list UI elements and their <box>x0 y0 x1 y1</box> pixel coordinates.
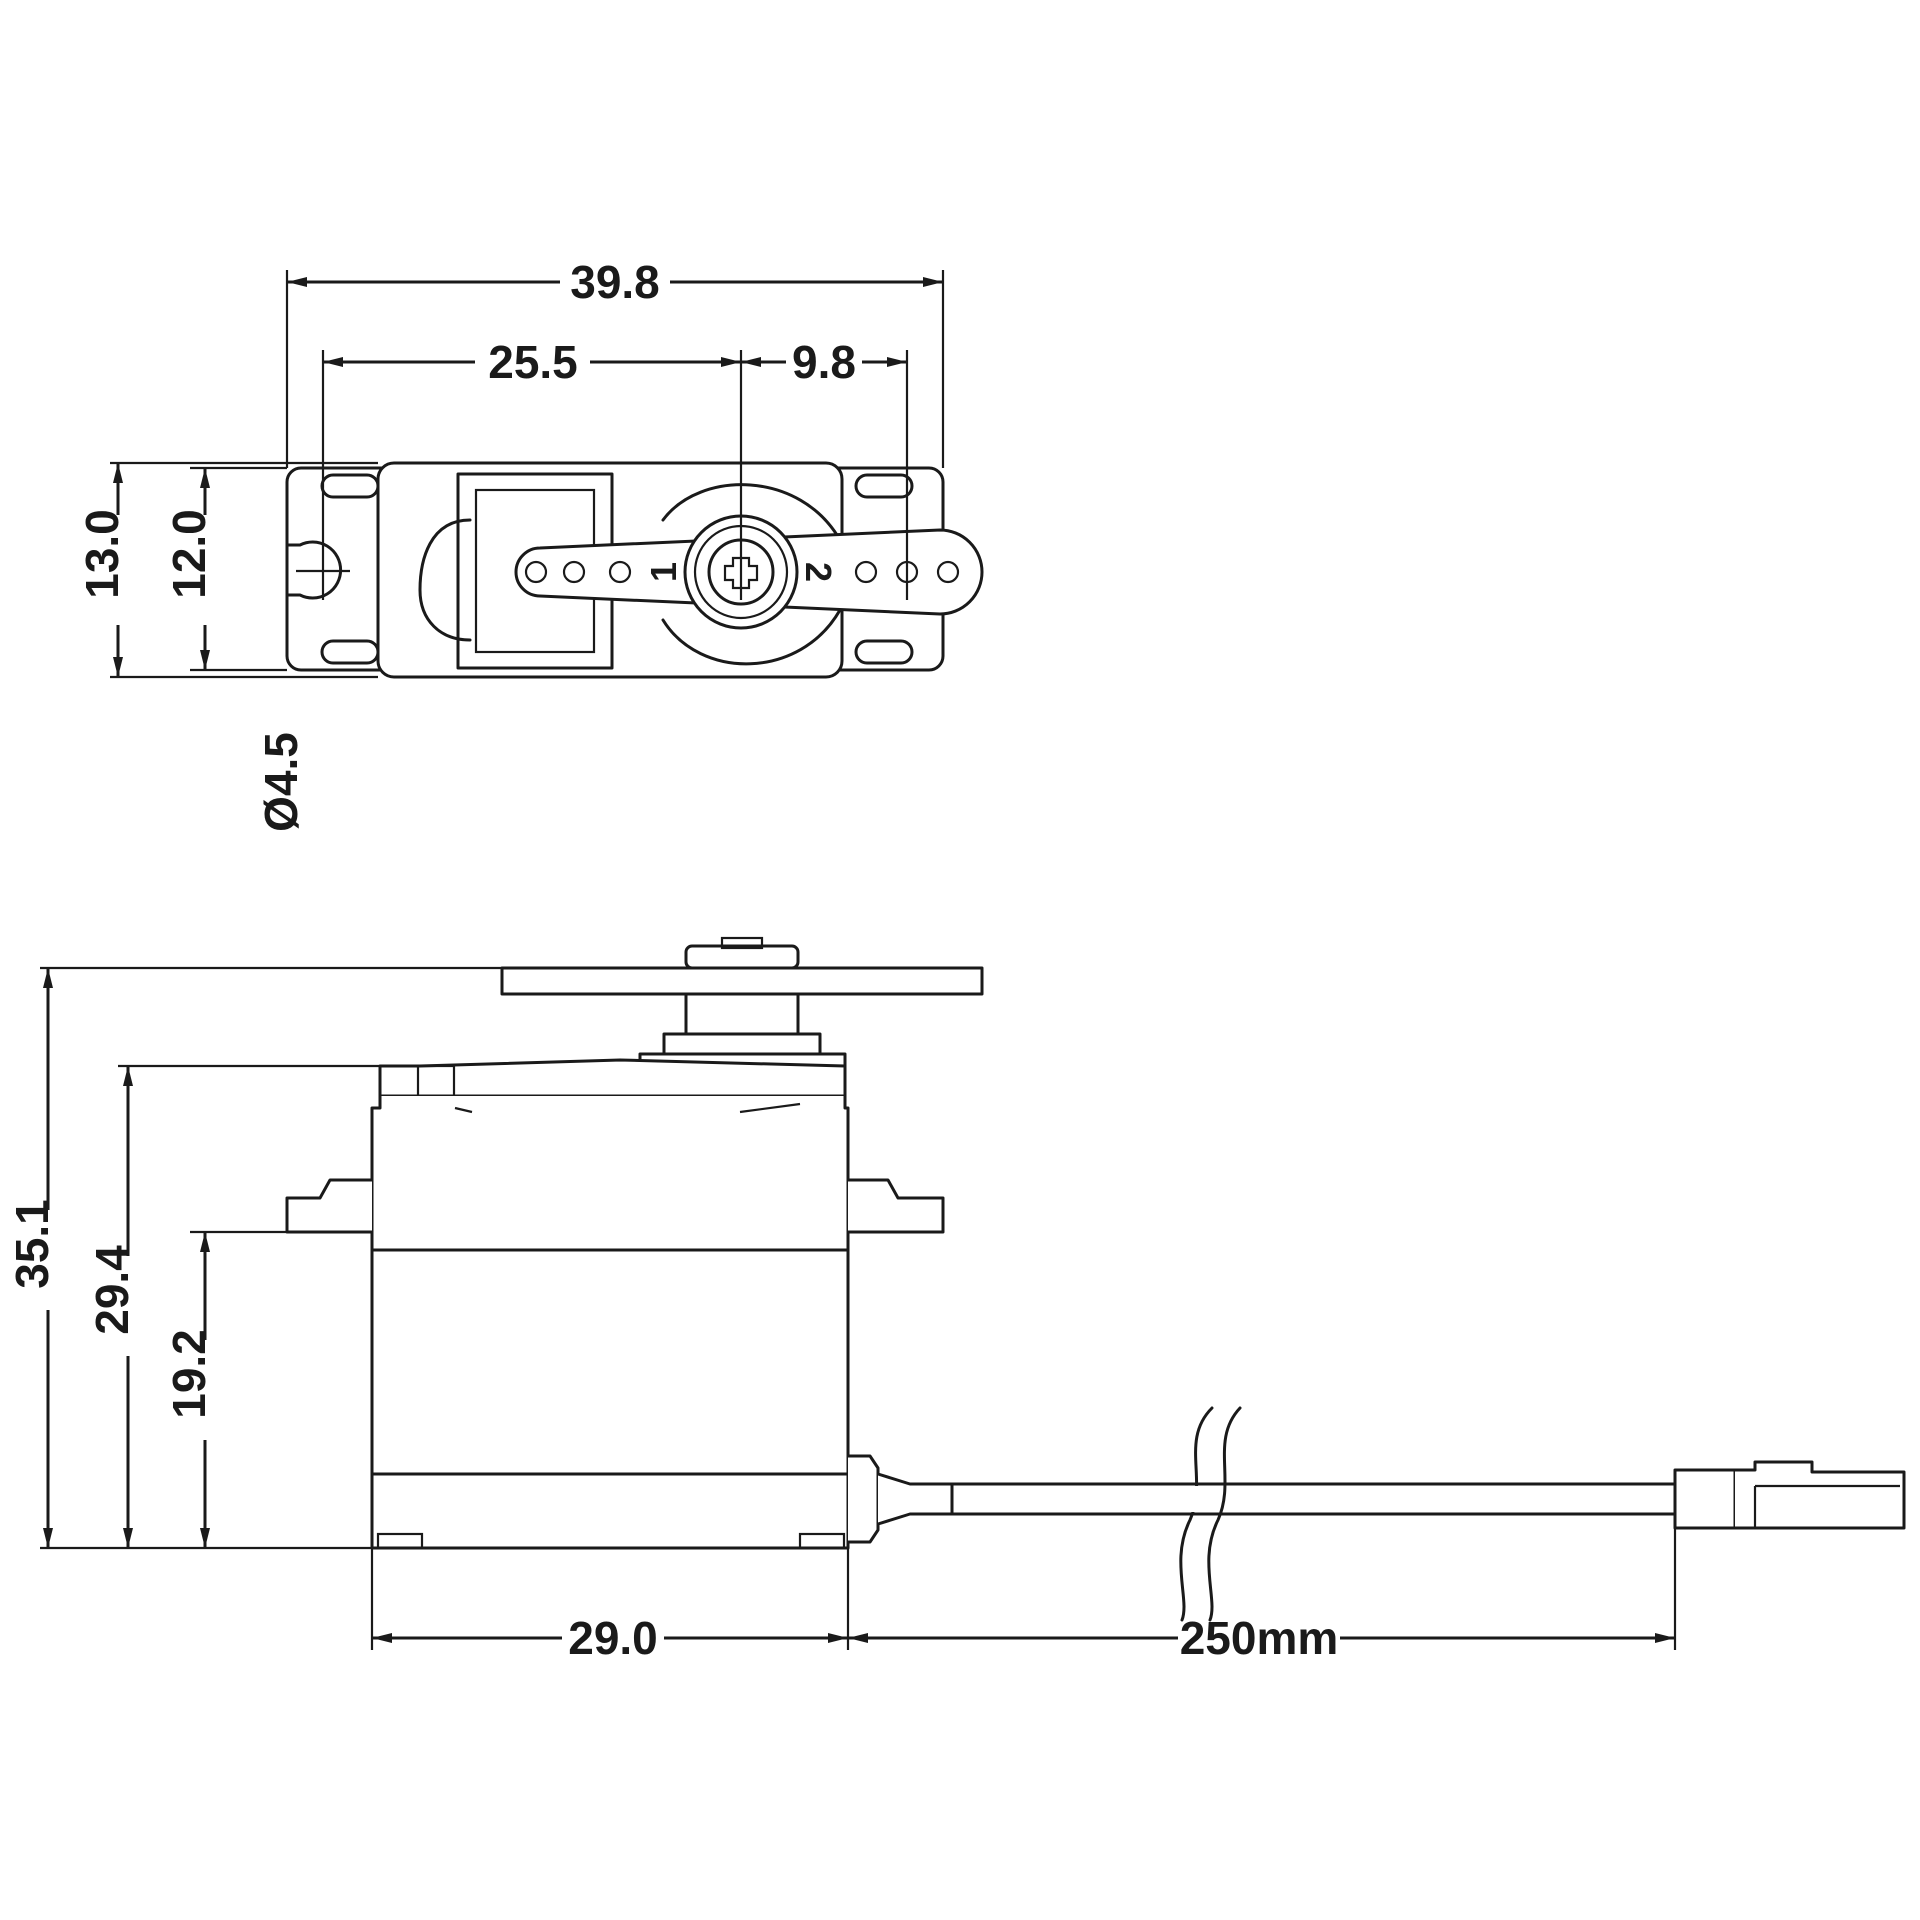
dim-overall-width-label: 39.8 <box>570 256 660 308</box>
side-view: 35.1 29.4 19.2 29.0 250mm <box>6 936 1906 1664</box>
side-view-lead-wire <box>846 1406 1677 1622</box>
dim-mount-height-label: 19.2 <box>163 1329 215 1419</box>
side-view-bottom-cover <box>370 1472 850 1550</box>
top-view-right-mounting-ears <box>854 473 914 665</box>
side-view-main-case <box>370 1248 850 1476</box>
dimension-mount-height: 19.2 <box>163 1232 215 1548</box>
dimension-body-height: 12.0 <box>163 468 215 670</box>
dim-total-height-label: 35.1 <box>6 1199 58 1289</box>
top-view: 1 2 39.8 25.5 9.8 <box>76 256 984 832</box>
dimension-flange-height: 13.0 <box>76 463 128 677</box>
dim-body-height-label: 12.0 <box>163 509 215 599</box>
side-view-connector <box>1673 1460 1906 1530</box>
dim-shaft-offset-label: 9.8 <box>792 336 856 388</box>
dimension-lead-length: 250mm <box>848 1612 1675 1664</box>
side-view-servo-horn <box>500 936 984 1056</box>
dim-body-length-label: 29.0 <box>568 1612 658 1664</box>
dimension-body-length: 29.0 <box>372 1612 848 1664</box>
dim-case-height-label: 29.4 <box>86 1245 138 1335</box>
horn-label-2: 2 <box>798 562 839 582</box>
dim-hole-diameter-label: Ø4.5 <box>255 732 307 832</box>
dim-lead-length-label: 250mm <box>1180 1612 1339 1664</box>
dim-hole-spacing-label: 25.5 <box>488 336 578 388</box>
top-view-left-mounting-hole <box>285 473 380 665</box>
dimension-total-height: 35.1 <box>6 968 58 1548</box>
horn-label-1: 1 <box>643 562 684 582</box>
dimension-overall-width: 39.8 <box>287 256 943 308</box>
dimension-shaft-offset: 9.8 <box>741 336 907 388</box>
dimension-hole-spacing: 25.5 <box>323 336 741 388</box>
dimension-case-height: 29.4 <box>86 1066 138 1548</box>
side-view-mounting-ears <box>285 1178 945 1234</box>
side-view-gear-housing <box>378 1052 847 1098</box>
side-view-upper-case <box>370 1094 850 1252</box>
dim-flange-height-label: 13.0 <box>76 509 128 599</box>
